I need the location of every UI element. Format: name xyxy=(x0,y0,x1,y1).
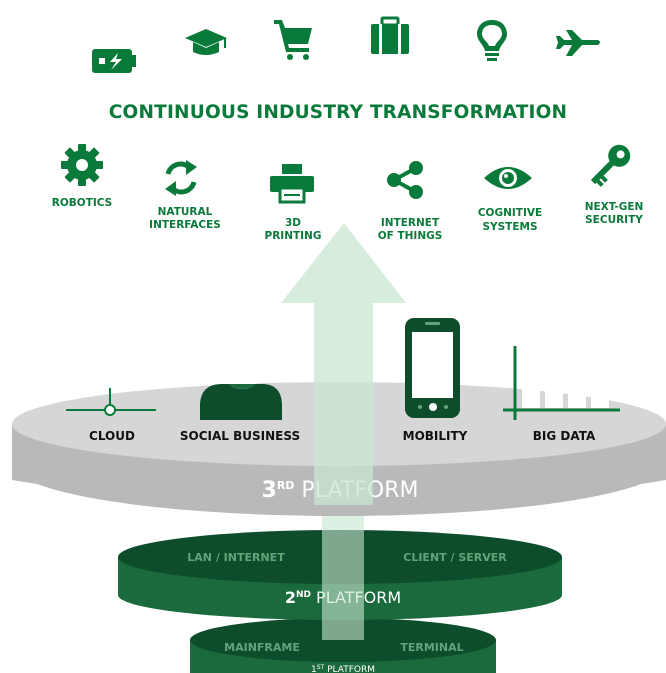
industry-label-cognitive-2: SYSTEMS xyxy=(482,221,537,233)
airplane-icon xyxy=(556,30,600,56)
first-platform-label: 1ST PLATFORM xyxy=(311,664,375,673)
mainframe-label: MAINFRAME xyxy=(224,641,300,654)
terminal-label: TERMINAL xyxy=(400,641,463,654)
industry-label-printing-2: PRINTING xyxy=(265,230,322,242)
first-platform-ordinal: 1 xyxy=(311,665,317,673)
client-server-label: CLIENT / SERVER xyxy=(403,551,507,564)
first-platform-word: PLATFORM xyxy=(324,665,375,673)
industry-label-natural-1: NATURAL xyxy=(158,206,213,218)
arrow-lower-shaft xyxy=(322,505,364,640)
eye-icon xyxy=(484,167,532,189)
mobility-label: MOBILITY xyxy=(403,429,468,443)
battery-icon xyxy=(92,49,136,73)
industry-label-security-2: SECURITY xyxy=(585,214,643,226)
lightbulb-icon xyxy=(477,20,507,61)
bar-chart-icon xyxy=(503,346,620,420)
top-icons-row xyxy=(92,16,600,73)
gear-icon xyxy=(61,144,103,186)
industry-label-cognitive-1: COGNITIVE xyxy=(478,207,542,219)
second-platform-ordinal: 2 xyxy=(285,588,296,607)
big-data-label: BIG DATA xyxy=(533,429,596,443)
mobile-phone-icon xyxy=(405,318,460,418)
third-platform-suffix: RD xyxy=(277,479,295,492)
industry-icons-row xyxy=(61,144,631,204)
first-platform-suffix: ST xyxy=(317,664,325,671)
share-icon xyxy=(387,161,423,199)
key-icon xyxy=(590,144,631,187)
cloud-label: CLOUD xyxy=(89,429,135,443)
briefcase-icon xyxy=(371,16,409,54)
transformation-title: CONTINUOUS INDUSTRY TRANSFORMATION xyxy=(109,102,567,123)
upward-arrow xyxy=(281,223,406,505)
person-icon xyxy=(200,323,282,420)
industry-label-printing-1: 3D xyxy=(285,217,301,229)
industry-label-iot-2: OF THINGS xyxy=(378,230,443,242)
industry-labels: ROBOTICS NATURAL INTERFACES 3D PRINTING … xyxy=(52,197,644,242)
industry-label-iot-1: INTERNET xyxy=(381,217,440,229)
industry-label-robotics: ROBOTICS xyxy=(52,197,112,209)
industry-label-natural-2: INTERFACES xyxy=(149,219,221,231)
industry-label-security-1: NEXT-GEN xyxy=(585,201,644,213)
second-platform-suffix: ND xyxy=(296,590,311,600)
refresh-icon xyxy=(165,160,197,196)
lan-internet-label: LAN / INTERNET xyxy=(187,551,285,564)
third-platform-ordinal: 3 xyxy=(262,478,277,503)
social-business-label: SOCIAL BUSINESS xyxy=(180,429,300,443)
graduation-cap-icon xyxy=(185,29,227,55)
shopping-cart-icon xyxy=(274,20,312,60)
printer-icon xyxy=(270,164,314,204)
cloud-icon xyxy=(64,314,160,416)
